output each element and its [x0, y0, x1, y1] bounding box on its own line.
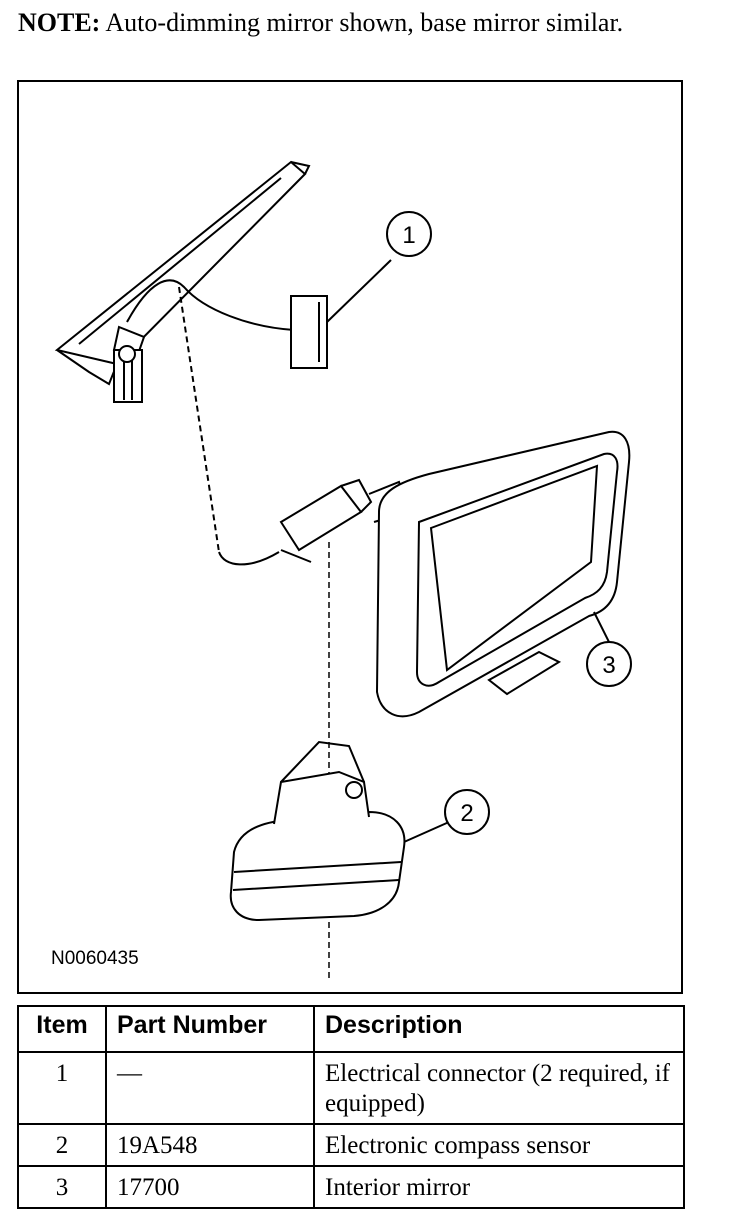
cell-description: Interior mirror — [313, 1165, 685, 1209]
cell-description: Electronic compass sensor — [313, 1123, 685, 1167]
table-header-row: Item Part Number Description — [17, 1005, 685, 1053]
callout-1: 1 — [386, 211, 432, 257]
cell-item: 3 — [17, 1165, 107, 1209]
cell-item: 1 — [17, 1051, 107, 1125]
cell-part-number: 19A548 — [105, 1123, 315, 1167]
windshield-bracket-drawing — [54, 160, 311, 403]
mirror-illustration: 1 3 — [54, 160, 632, 982]
electrical-connector-drawing — [290, 259, 392, 369]
svg-text:2: 2 — [460, 800, 473, 827]
compass-sensor-drawing — [229, 740, 450, 922]
callout-3: 3 — [586, 641, 632, 687]
table-row: 1 — Electrical connector (2 required, if… — [17, 1051, 685, 1125]
cell-part-number: 17700 — [105, 1165, 315, 1209]
callout-2: 2 — [444, 789, 490, 835]
figure-id: N0060435 — [51, 948, 139, 969]
header-item: Item — [17, 1005, 107, 1053]
svg-text:3: 3 — [602, 652, 615, 679]
table-row: 2 19A548 Electronic compass sensor — [17, 1123, 685, 1167]
illustration-frame: 1 3 — [17, 80, 683, 994]
note-body: Auto-dimming mirror shown, base mirror s… — [100, 8, 624, 37]
parts-table: Item Part Number Description 1 — Electri… — [17, 1005, 685, 1209]
cell-description: Electrical connector (2 required, if equ… — [313, 1051, 685, 1125]
cell-item: 2 — [17, 1123, 107, 1167]
wiring-harness-drawing — [126, 279, 295, 566]
table-row: 3 17700 Interior mirror — [17, 1165, 685, 1209]
note-label: NOTE: — [18, 8, 101, 37]
note-text: NOTE: Auto-dimming mirror shown, base mi… — [18, 6, 718, 40]
cell-part-number: — — [105, 1051, 315, 1125]
header-part-number: Part Number — [105, 1005, 315, 1053]
svg-text:1: 1 — [402, 222, 415, 249]
header-description: Description — [313, 1005, 685, 1053]
mirror-stem-drawing — [279, 478, 411, 982]
interior-mirror-drawing — [375, 430, 631, 718]
